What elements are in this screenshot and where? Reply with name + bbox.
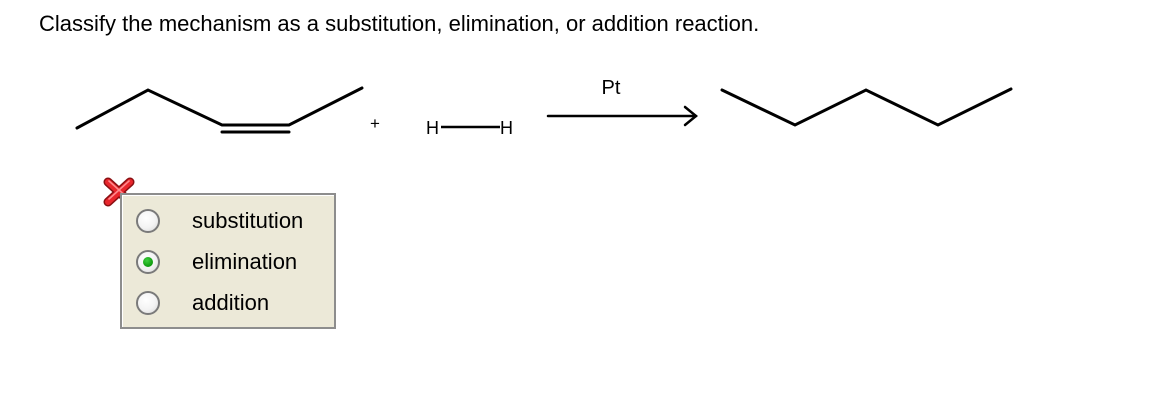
radio-selected-dot xyxy=(143,257,153,267)
reactant-alkene-structure xyxy=(75,86,364,134)
plus-sign: + xyxy=(370,114,380,133)
option-label: elimination xyxy=(192,249,298,274)
option-substitution[interactable]: substitution xyxy=(136,206,336,236)
hydrogen-atom-right: H xyxy=(500,118,513,138)
product-alkane-structure xyxy=(720,87,1013,127)
question-text: Classify the mechanism as a substitution… xyxy=(39,11,760,36)
option-elimination[interactable]: elimination xyxy=(136,247,336,277)
catalyst-label: Pt xyxy=(602,77,621,99)
reaction-arrow xyxy=(546,105,698,127)
option-label: addition xyxy=(192,290,270,315)
option-addition[interactable]: addition xyxy=(136,288,336,318)
radio-addition[interactable] xyxy=(136,291,160,315)
radio-substitution[interactable] xyxy=(136,209,160,233)
hydrogen-reagent: H H xyxy=(426,118,513,138)
option-label: substitution xyxy=(192,208,304,233)
hydrogen-atom-left: H xyxy=(426,118,439,138)
answer-choices-panel: substitution elimination addition xyxy=(120,193,336,329)
radio-elimination[interactable] xyxy=(136,250,160,274)
reaction-scheme: + H H Pt xyxy=(75,77,1013,138)
